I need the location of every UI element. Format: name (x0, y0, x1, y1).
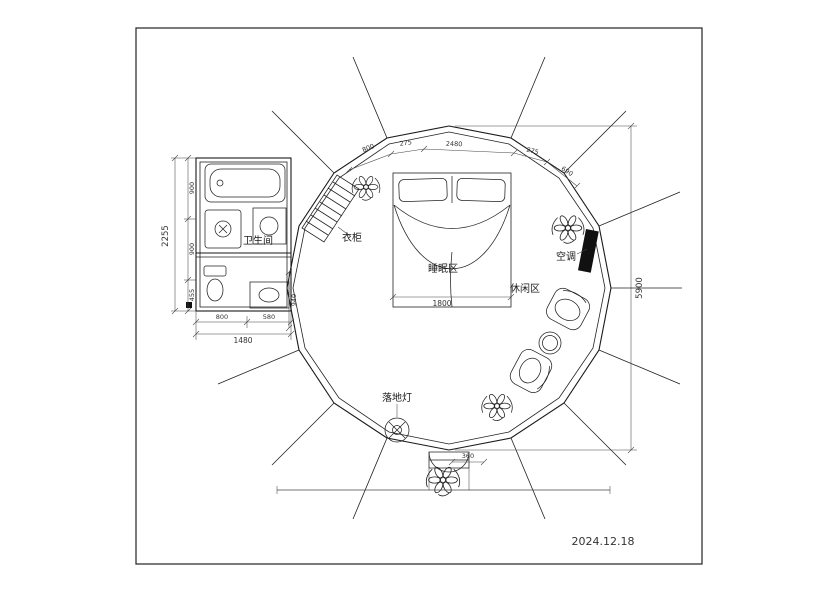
wardrobe-leader-line (337, 226, 351, 237)
dim-annex-total-h: 2255 (161, 225, 171, 247)
plant-top-left (351, 174, 381, 201)
armchair-2 (509, 349, 553, 393)
label-ac: 空调 (556, 250, 576, 263)
dim-top-4: 275 (525, 146, 539, 157)
plant-bottom (481, 392, 513, 421)
ac-unit (576, 229, 599, 273)
dim-annex-seg-h-3: 455 (188, 289, 196, 301)
dim-top-2: 275 (399, 138, 412, 148)
label-floor-lamp: 落地灯 (382, 391, 412, 404)
shower (204, 209, 242, 249)
washing-machine (252, 207, 287, 245)
annex-bathroom (186, 157, 292, 312)
pillow-right (456, 177, 506, 203)
dim-top-1: 800 (361, 142, 375, 154)
elevation-marker (186, 302, 192, 308)
door-swing-left (428, 451, 450, 473)
dim-top-3: 2480 (446, 140, 463, 149)
dim-annex-seg-w-2: 580 (263, 313, 275, 321)
plant-right (551, 214, 585, 244)
dim-side-wall (285, 268, 293, 332)
bed (392, 172, 512, 308)
toilet (203, 265, 227, 302)
side-table (538, 331, 562, 355)
label-wardrobe: 衣柜 (342, 231, 362, 244)
pillow-left (398, 177, 448, 203)
dim-annex-height (171, 154, 196, 315)
label-leisure-area: 休闲区 (510, 282, 540, 295)
quilt-arcs (393, 204, 511, 308)
dim-side-wall-label: 940 (290, 294, 298, 306)
dim-top-5: 690 (560, 165, 575, 178)
dim-annex-seg-h-1: 900 (188, 182, 196, 194)
dim-entry-step (448, 458, 488, 466)
dim-annex-seg-w-1: 800 (216, 313, 228, 321)
dim-annex-width (192, 311, 295, 340)
door-swing-right (448, 451, 470, 473)
wash-basin (249, 281, 290, 309)
roof-rays (217, 56, 682, 520)
bathtub (204, 163, 286, 203)
drawing-date: 2024.12.18 (572, 535, 635, 548)
label-sleeping-area: 睡眠区 (428, 262, 458, 275)
dim-annex-total-w: 1480 (233, 336, 252, 345)
dim-overall-h: 5900 (635, 277, 645, 299)
floor-lamp-symbol (384, 404, 410, 443)
drawing-border (135, 27, 703, 565)
wardrobe-unit (301, 174, 360, 243)
bottom-reference-line (276, 486, 611, 494)
plant-entry (425, 465, 461, 497)
ac-leader-line (576, 248, 588, 255)
dim-annex-seg-h-2: 900 (188, 243, 196, 255)
tent-outline (286, 125, 612, 451)
label-bathroom: 卫生间 (243, 234, 273, 247)
armchair-1 (546, 287, 590, 331)
dim-entry-step-label: 360 (462, 452, 474, 460)
leisure-furniture (509, 287, 590, 393)
dim-bed-width (389, 293, 515, 302)
dim-top-chain (345, 145, 581, 190)
dim-bed-w: 1800 (432, 299, 451, 308)
entry-door (428, 451, 470, 490)
dim-overall-height (455, 122, 637, 454)
